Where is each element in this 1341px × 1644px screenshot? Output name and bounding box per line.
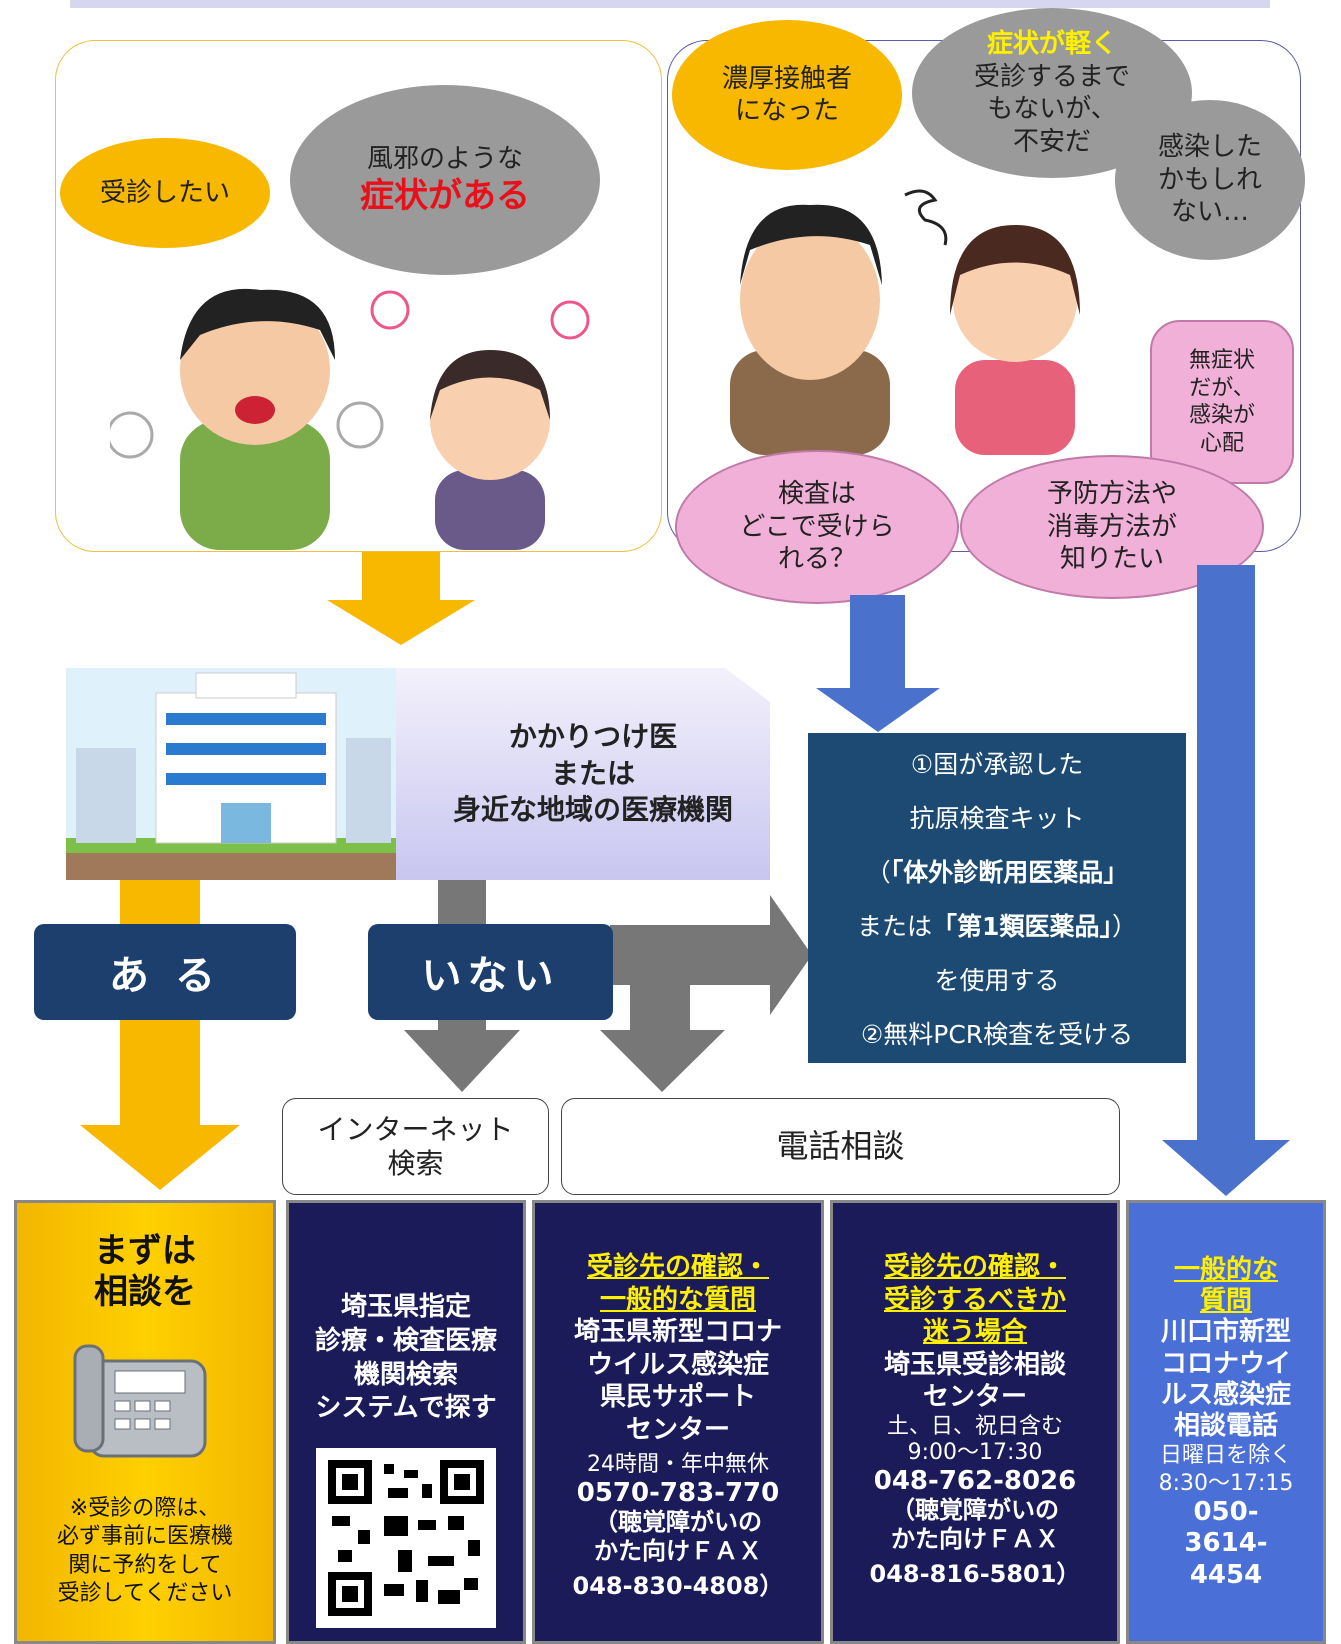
city-line-hours: 日曜日を除く 8:30～17:15	[1158, 1443, 1294, 1496]
support-center-name: 埼玉県新型コロナ ウイルス感染症 県民サポート センター	[573, 1317, 782, 1445]
internet-search-label: インターネット 検索	[282, 1098, 549, 1195]
bubble-want-consult-text: 受診したい	[99, 177, 230, 208]
phone-consult-label: 電話相談	[561, 1098, 1120, 1195]
bubble-cold-symptoms-line2: 症状がある	[360, 176, 530, 216]
consult-center-name: 埼玉県受診相談 センター	[883, 1349, 1066, 1413]
support-center-heading: 受診先の確認・ 一般的な質問	[586, 1252, 769, 1315]
bubble-close-contact-text: 濃厚接触者 になった	[721, 63, 852, 127]
worried-man-icon	[730, 204, 890, 455]
hospital-illustration	[66, 668, 396, 880]
consult-center-column: 受診先の確認・ 受診するべきか 迷う場合 埼玉県受診相談 センター 土、日、祝日…	[830, 1200, 1120, 1644]
city-line-name: 川口市新型 コロナウイ ルス感染症 相談電話	[1160, 1317, 1291, 1441]
consult-center-fax: 048-816-5801）	[869, 1559, 1081, 1588]
first-consult-title: まずは 相談を	[94, 1231, 196, 1312]
bubble-maybe-infected: 感染した かもしれ ない…	[1115, 100, 1305, 260]
test-info-line3-bold: 「体外診断用医薬品」	[890, 858, 1129, 887]
test-info-line1: ①国が承認した	[910, 750, 1084, 779]
consult-center-heading: 受診先の確認・ 受診するべきか 迷う場合	[883, 1252, 1066, 1347]
internet-search-text: インターネット 検索	[317, 1112, 514, 1180]
antigen-test-info: ①国が承認した 抗原検査キット （「体外診断用医薬品」 または「第1類医薬品」）…	[808, 733, 1186, 1063]
decision-no: いない	[368, 924, 613, 1020]
worried-woman-icon	[950, 225, 1080, 455]
first-consult-column: まずは 相談を ※受診の際は、 必ず事前に医療機 関に予約をして 受診してくださ…	[14, 1200, 276, 1644]
worried-people-illustration	[730, 189, 1080, 455]
city-line-column: 一般的な 質問 川口市新型 コロナウイ ルス感染症 相談電話 日曜日を除く 8:…	[1126, 1200, 1326, 1644]
support-center-hours: 24時間・年中無休	[587, 1452, 769, 1477]
bubble-cold-symptoms-line1: 風邪のような	[366, 143, 523, 174]
decision-yes: あ る	[34, 924, 296, 1020]
search-system-column: 埼玉県指定 診療・検査医療 機関検索 システムで探す	[286, 1200, 526, 1644]
decision-no-text: いない	[421, 953, 560, 999]
bubble-prevention-text: 予防方法や 消毒方法が 知りたい	[1046, 479, 1177, 575]
consult-center-phone: 048-762-8026	[873, 1466, 1077, 1497]
first-consult-note: ※受診の際は、 必ず事前に医療機 関に予約をして 受診してください	[56, 1495, 233, 1607]
test-info-line4-bold: 「第1類医薬品」	[932, 912, 1112, 941]
bubble-mild-rest: 受診するまで もないが、 不安だ	[973, 61, 1130, 157]
city-line-phone: 050- 3614- 4454	[1184, 1497, 1268, 1590]
arrow-to-hospital	[327, 552, 475, 645]
consult-center-hours: 土、日、祝日含む 9:00～17:30	[886, 1413, 1063, 1465]
bubble-cold-symptoms: 風邪のような 症状がある	[290, 85, 600, 275]
family-doctor-text: かかりつけ医 または 身近な地域の医療機関	[452, 720, 733, 827]
bubble-want-consult: 受診したい	[60, 138, 270, 248]
test-info-line5: を使用する	[934, 966, 1060, 995]
test-info-line2: 抗原検査キット	[909, 804, 1085, 833]
test-info-line3-pre: （	[865, 858, 891, 887]
bubble-where-test-text: 検査は どこで受けら れる？	[739, 479, 895, 575]
hospital-building-icon	[66, 672, 396, 880]
consult-center-fax-note: （聴覚障がいの かた向けＦＡＸ	[891, 1496, 1059, 1554]
test-info-line4-post: ）	[1111, 912, 1137, 941]
test-info-line4: または「第1類医薬品」）	[857, 907, 1137, 943]
anxiety-swirl-icon	[904, 189, 948, 246]
search-system-text: 埼玉県指定 診療・検査医療 機関検索 システムで探す	[314, 1292, 497, 1424]
arrow-to-test-info	[816, 595, 940, 732]
support-center-phone: 0570-783-770	[576, 1478, 780, 1508]
top-banner-edge	[70, 0, 1270, 8]
bubble-close-contact: 濃厚接触者 になった	[672, 20, 902, 170]
family-doctor-label: かかりつけ医 または 身近な地域の医療機関	[396, 668, 770, 880]
decision-yes-text: あ る	[109, 953, 221, 999]
support-center-fax-note: （聴覚障がいの かた向けＦＡＸ	[594, 1508, 762, 1565]
telephone-icon	[73, 1344, 207, 1458]
test-info-line4-pre: または	[857, 912, 933, 941]
sick-girl-icon	[370, 290, 590, 550]
arrow-right-blue	[1162, 565, 1290, 1196]
bubble-where-test: 検査は どこで受けら れる？	[675, 450, 959, 604]
test-info-line3: （「体外診断用医薬品」	[866, 853, 1129, 889]
sick-boy-icon	[110, 288, 384, 550]
support-center-column: 受診先の確認・ 一般的な質問 埼玉県新型コロナ ウイルス感染症 県民サポート セ…	[532, 1200, 824, 1644]
arrow-no-phone	[600, 895, 812, 1092]
bubble-maybe-infected-text: 感染した かもしれ ない…	[1157, 132, 1262, 228]
qr-code[interactable]	[316, 1448, 496, 1629]
bubble-asymptomatic-text: 無症状 だが、 感染が 心配	[1188, 348, 1255, 456]
phone-consult-text: 電話相談	[776, 1127, 905, 1166]
qr-code-icon	[328, 1460, 484, 1617]
support-center-fax: 048-830-4808）	[572, 1571, 784, 1600]
sick-people-illustration	[110, 288, 590, 550]
city-line-heading: 一般的な 質問	[1173, 1255, 1278, 1317]
bubble-mild-highlight: 症状が軽く	[986, 29, 1117, 59]
test-info-line6: ②無料PCR検査を受ける	[860, 1020, 1134, 1049]
